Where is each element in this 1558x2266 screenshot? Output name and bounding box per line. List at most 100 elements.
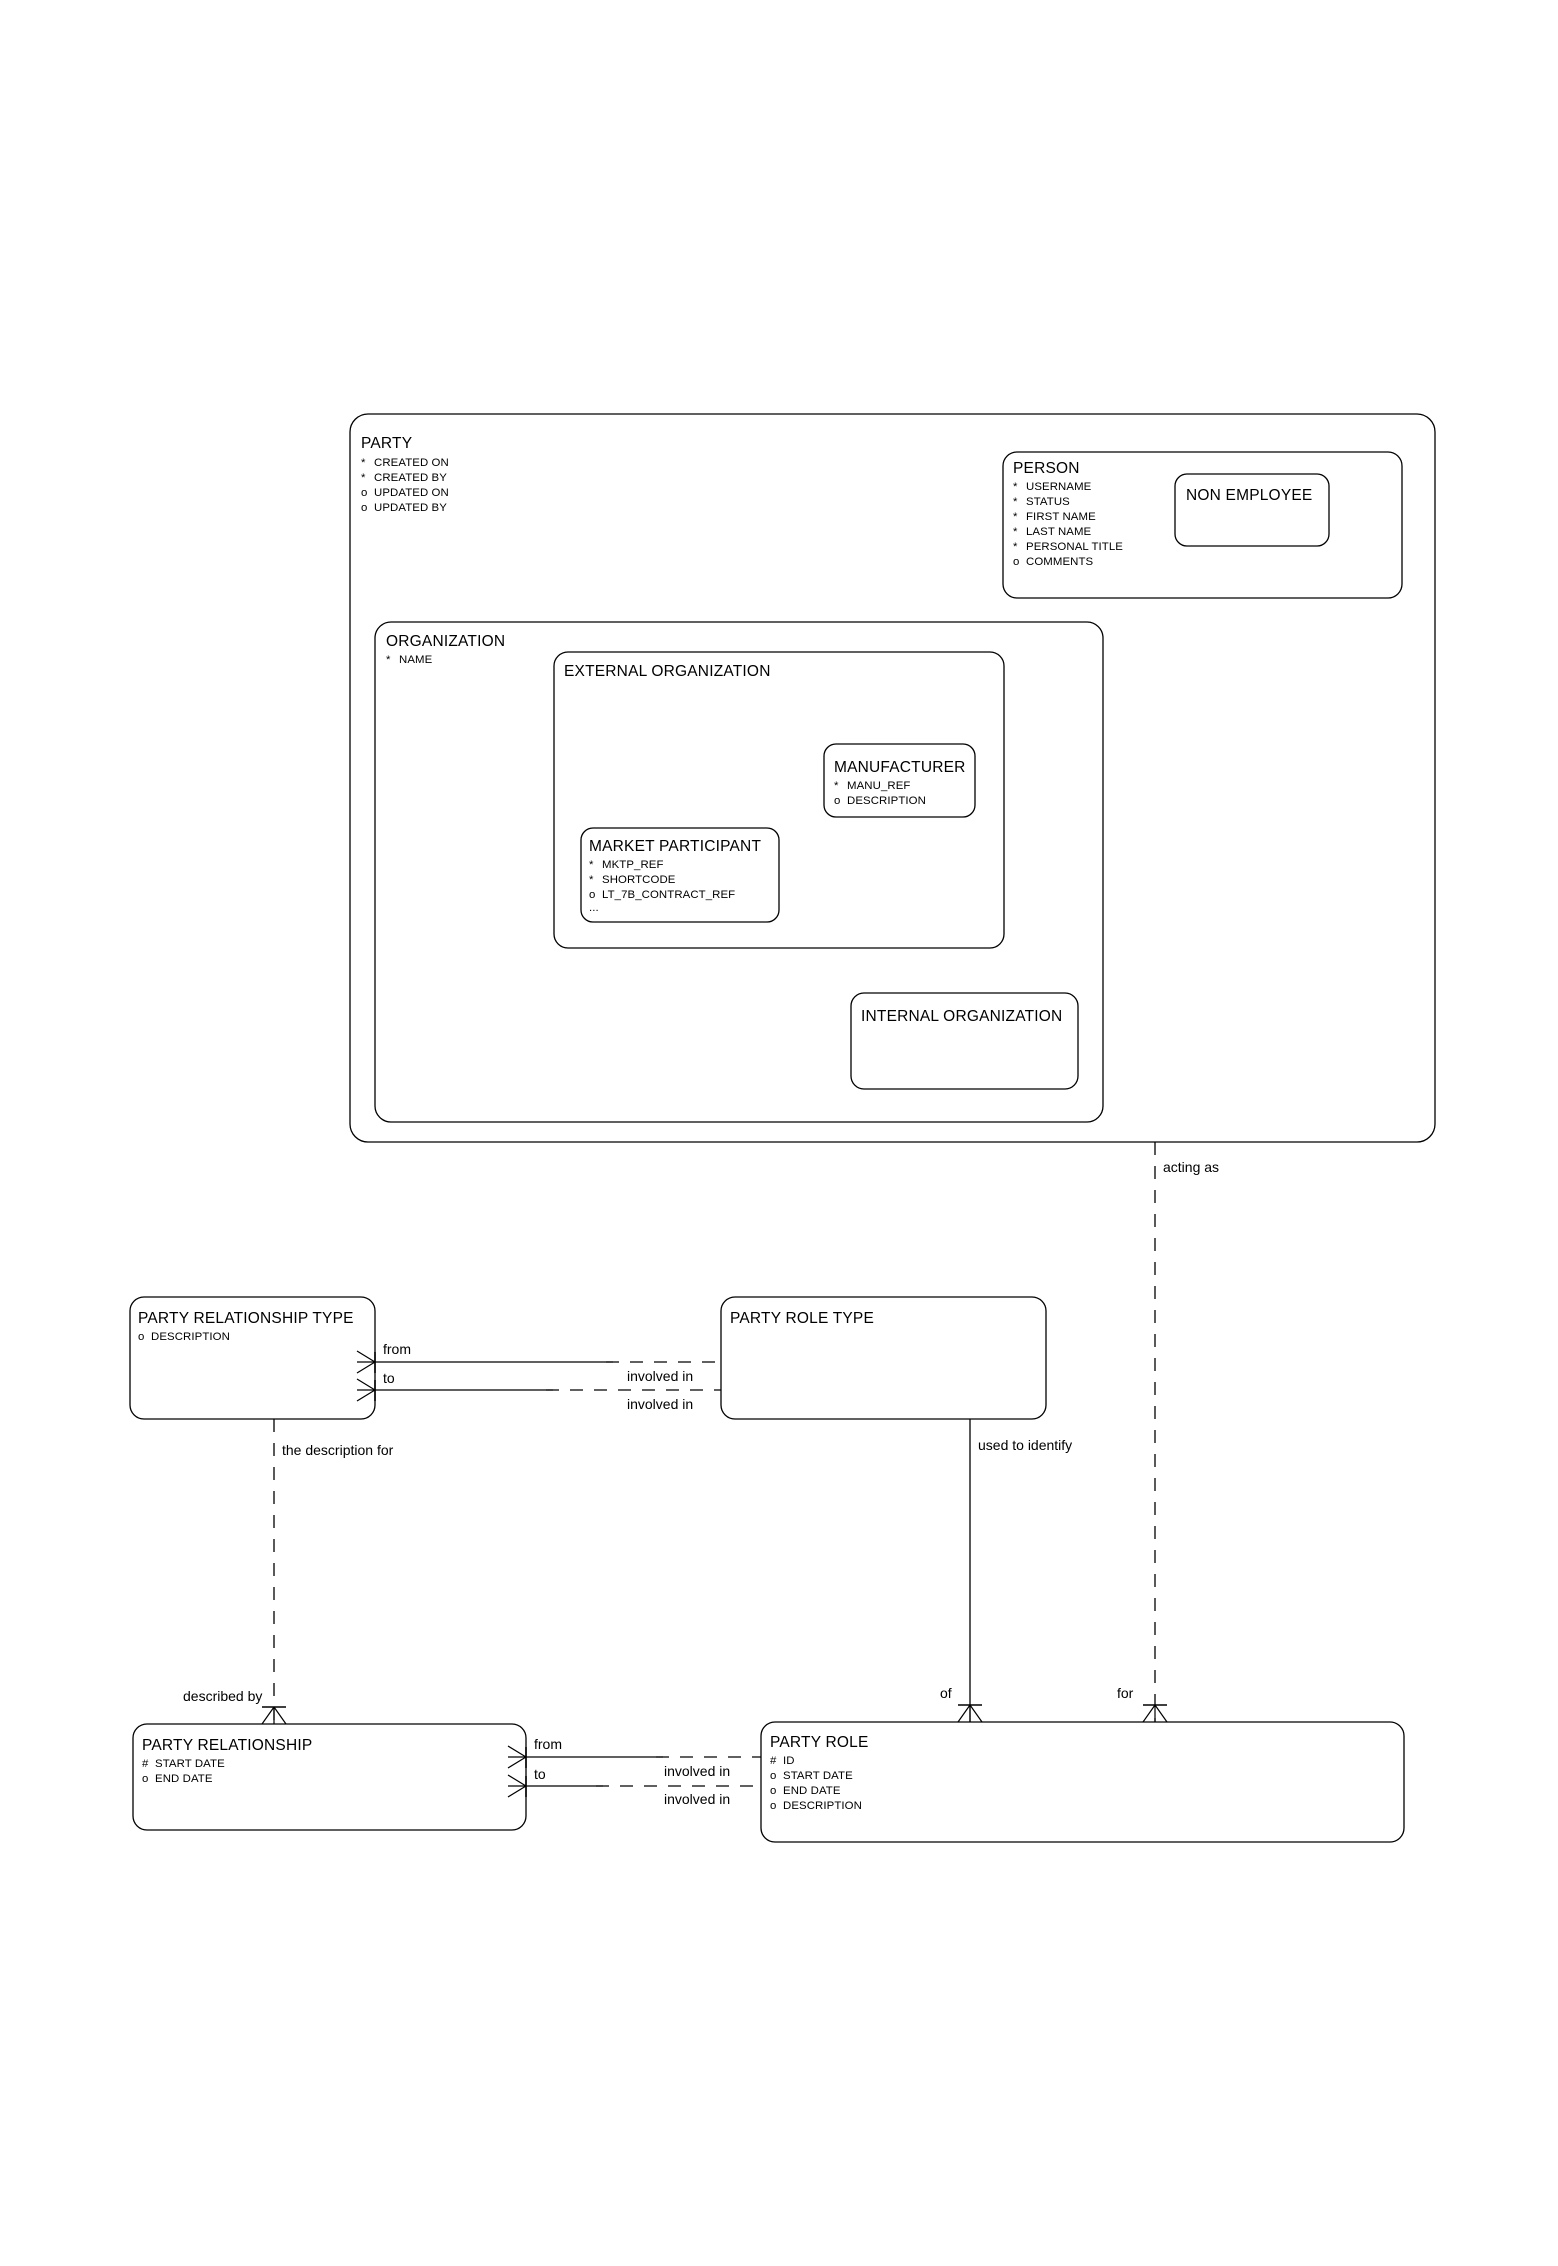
entity-organization-attr-0-marker: *	[386, 654, 391, 666]
entity-organization-attr-0-label: NAME	[399, 654, 433, 666]
entity-party-role-type-title: PARTY ROLE TYPE	[730, 1310, 874, 1327]
entity-party-role-attr-3-marker: o	[770, 1800, 776, 1812]
entity-person-attr-3-marker: *	[1013, 526, 1018, 538]
relationship-label-prt-involved-in-1: involved in	[627, 1368, 693, 1384]
entity-party-relationship-type-attr-0-label: DESCRIPTION	[151, 1331, 230, 1343]
entity-non-employee-title: NON EMPLOYEE	[1186, 487, 1312, 504]
relationship-pr-from-involved-in[interactable]: from involved in	[507, 1736, 761, 1779]
relationship-label-pr-to: to	[534, 1766, 546, 1782]
relationship-label-used-to-identify: used to identify	[978, 1437, 1072, 1453]
entity-party[interactable]: PARTY * CREATED ON * CREATED BY o UPDATE…	[349, 413, 1436, 1143]
crowsfoot-prt-to-icon	[356, 1378, 376, 1402]
entity-manufacturer-attr-0-marker: *	[834, 780, 839, 792]
crowsfoot-pr-to-icon	[507, 1774, 527, 1798]
entity-party-relationship-type[interactable]: PARTY RELATIONSHIP TYPE o DESCRIPTION	[129, 1296, 376, 1420]
entity-party-attr-1-marker: *	[361, 472, 366, 484]
entity-manufacturer-attr-1-label: DESCRIPTION	[847, 795, 926, 807]
relationship-label-the-description-for: the description for	[282, 1442, 394, 1458]
entity-market-participant-box[interactable]	[580, 827, 780, 923]
entity-non-employee[interactable]: NON EMPLOYEE	[1174, 473, 1330, 547]
entity-internal-organization-box[interactable]	[850, 992, 1079, 1090]
entity-party-role-box[interactable]	[760, 1721, 1405, 1843]
entity-person-attr-0-label: USERNAME	[1026, 481, 1092, 493]
entity-party-role-attr-0-marker: #	[770, 1755, 777, 1767]
entity-organization[interactable]: ORGANIZATION * NAME	[374, 621, 1104, 1123]
crowsfoot-described-by-icon	[261, 1706, 287, 1725]
relationship-label-prt-to: to	[383, 1370, 395, 1386]
entity-external-organization-box[interactable]	[553, 651, 1005, 949]
entity-party-relationship[interactable]: PARTY RELATIONSHIP # START DATE o END DA…	[132, 1723, 527, 1831]
entity-manufacturer[interactable]: MANUFACTURER * MANU_REF o DESCRIPTION	[823, 743, 976, 818]
relationship-pr-to-involved-in[interactable]: to involved in	[507, 1766, 761, 1807]
entity-party-role-attr-0-label: ID	[783, 1755, 795, 1767]
entity-market-participant-attr-1-label: SHORTCODE	[602, 874, 676, 886]
entity-party-relationship-attr-0-marker: #	[142, 1758, 149, 1770]
entity-party-role-attr-2-marker: o	[770, 1785, 776, 1797]
entity-market-participant-attr-2-label: LT_7B_CONTRACT_REF	[602, 889, 735, 901]
entity-market-participant-attr-0-label: MKTP_REF	[602, 859, 664, 871]
entity-external-organization[interactable]: EXTERNAL ORGANIZATION	[553, 651, 1005, 949]
relationship-label-pr-involved-in-2: involved in	[664, 1791, 730, 1807]
entity-party-relationship-title: PARTY RELATIONSHIP	[142, 1737, 312, 1754]
crowsfoot-of-icon	[957, 1704, 983, 1723]
entity-party-role-attr-2-label: END DATE	[783, 1785, 841, 1797]
entity-organization-box[interactable]	[374, 621, 1104, 1123]
entity-person-attr-2-label: FIRST NAME	[1026, 511, 1096, 523]
entity-internal-organization-title: INTERNAL ORGANIZATION	[861, 1008, 1062, 1025]
entity-market-participant-attr-2-marker: o	[589, 889, 595, 901]
entity-party-attr-2-marker: o	[361, 487, 367, 499]
entity-market-participant-attr-0-marker: *	[589, 859, 594, 871]
entity-party-role[interactable]: PARTY ROLE # ID o START DATE o END DATE …	[760, 1721, 1405, 1843]
entity-manufacturer-title: MANUFACTURER	[834, 759, 966, 776]
entity-person-attr-2-marker: *	[1013, 511, 1018, 523]
relationship-label-pr-from: from	[534, 1736, 562, 1752]
entity-party-relationship-attr-0-label: START DATE	[155, 1758, 225, 1770]
relationship-label-prt-involved-in-2: involved in	[627, 1396, 693, 1412]
relationship-party-relationship-type-describes[interactable]: the description for described by	[183, 1419, 394, 1725]
crowsfoot-pr-from-icon	[507, 1745, 527, 1769]
entity-internal-organization[interactable]: INTERNAL ORGANIZATION	[850, 992, 1079, 1090]
entity-party-title: PARTY	[361, 435, 412, 452]
relationship-label-described-by: described by	[183, 1688, 262, 1704]
entity-party-box[interactable]	[349, 413, 1436, 1143]
entity-person-attr-1-marker: *	[1013, 496, 1018, 508]
relationship-party-acting-as-party-role[interactable]: acting as for	[1117, 1142, 1219, 1723]
entity-person[interactable]: PERSON * USERNAME * STATUS * FIRST NAME …	[1002, 451, 1403, 599]
entity-market-participant-attr-3-label: ...	[589, 902, 599, 914]
entity-party-attr-0-label: CREATED ON	[374, 457, 449, 469]
entity-party-role-type-box[interactable]	[720, 1296, 1047, 1420]
entity-manufacturer-attr-0-label: MANU_REF	[847, 780, 910, 792]
entity-external-organization-title: EXTERNAL ORGANIZATION	[564, 663, 771, 680]
entity-party-attr-3-label: UPDATED BY	[374, 502, 447, 514]
entity-market-participant-attr-1-marker: *	[589, 874, 594, 886]
relationship-party-role-type-identifies-party-role[interactable]: used to identify of	[940, 1419, 1072, 1723]
entity-manufacturer-box[interactable]	[823, 743, 976, 818]
entity-party-role-title: PARTY ROLE	[770, 1734, 868, 1751]
relationship-label-for: for	[1117, 1685, 1134, 1701]
entity-party-relationship-type-attr-0-marker: o	[138, 1331, 144, 1343]
relationship-label-pr-involved-in-1: involved in	[664, 1763, 730, 1779]
entity-person-title: PERSON	[1013, 460, 1080, 477]
entity-non-employee-box[interactable]	[1174, 473, 1330, 547]
entity-person-attr-0-marker: *	[1013, 481, 1018, 493]
entity-party-relationship-attr-1-label: END DATE	[155, 1773, 213, 1785]
entity-market-participant[interactable]: MARKET PARTICIPANT * MKTP_REF * SHORTCOD…	[580, 827, 780, 923]
entity-person-attr-4-label: PERSONAL TITLE	[1026, 541, 1123, 553]
entity-party-role-attr-1-label: START DATE	[783, 1770, 853, 1782]
entity-market-participant-title: MARKET PARTICIPANT	[589, 838, 761, 855]
entity-person-attr-5-marker: o	[1013, 556, 1019, 568]
entity-person-attr-1-label: STATUS	[1026, 496, 1070, 508]
relationship-label-acting-as: acting as	[1163, 1159, 1219, 1175]
entity-organization-title: ORGANIZATION	[386, 633, 505, 650]
relationship-prt-from-involved-in[interactable]: from involved in	[356, 1341, 721, 1384]
entity-party-role-type[interactable]: PARTY ROLE TYPE	[720, 1296, 1047, 1420]
entity-party-role-attr-3-label: DESCRIPTION	[783, 1800, 862, 1812]
entity-person-attr-5-label: COMMENTS	[1026, 556, 1094, 568]
entity-person-box[interactable]	[1002, 451, 1403, 599]
entity-party-relationship-attr-1-marker: o	[142, 1773, 148, 1785]
entity-party-role-attr-1-marker: o	[770, 1770, 776, 1782]
entity-person-attr-4-marker: *	[1013, 541, 1018, 553]
relationship-prt-to-involved-in[interactable]: to involved in	[356, 1370, 721, 1412]
